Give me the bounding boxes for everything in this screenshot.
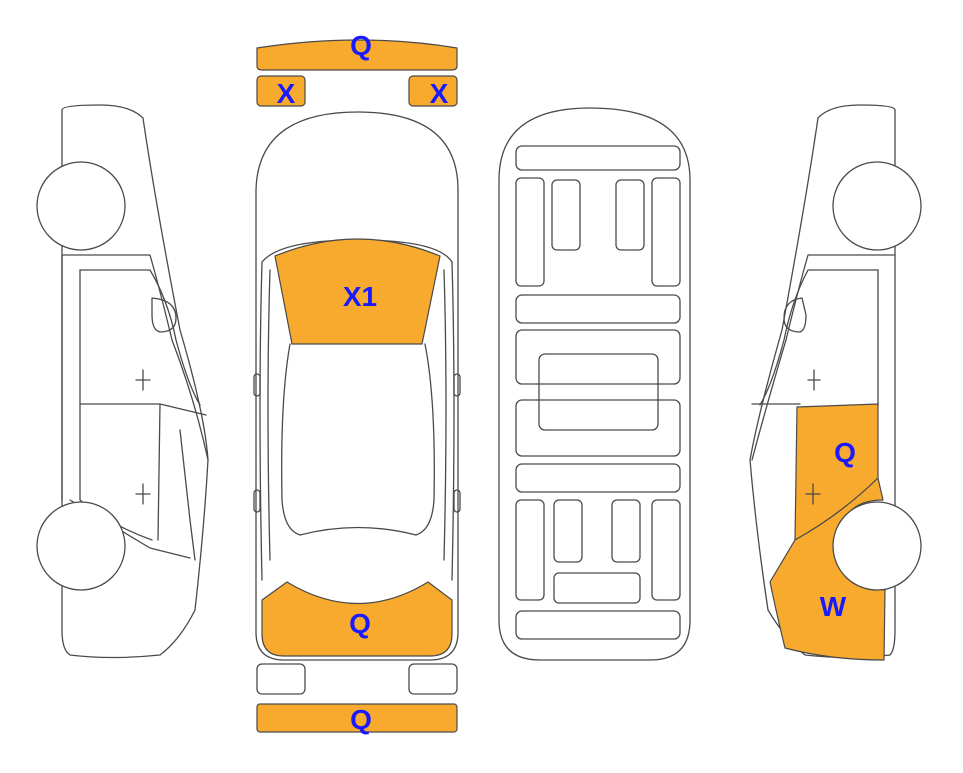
right-rear-door-handle — [805, 483, 821, 505]
rear-right-lamp-panel[interactable] — [408, 663, 458, 695]
rear-bumper-label: Q — [350, 704, 372, 735]
top-view-car — [253, 111, 461, 661]
front-bumper-panel[interactable] — [256, 39, 458, 71]
right-rear-wheel — [832, 501, 922, 591]
rear-window-panel[interactable] — [261, 581, 453, 657]
rear-left-lamp-panel[interactable] — [256, 663, 306, 695]
left-side-view[interactable] — [36, 104, 209, 659]
right-rear-door-label: Q — [834, 437, 856, 468]
front-left-lamp-panel[interactable] — [256, 75, 306, 107]
front-right-lamp-panel[interactable] — [408, 75, 458, 107]
front-left-lamp-label: X — [277, 78, 296, 109]
windshield-label: X1 — [343, 281, 377, 312]
front-bumper-label: Q — [350, 30, 372, 61]
rear-bumper-panel[interactable] — [256, 703, 458, 733]
right-side-view — [749, 104, 922, 659]
right-rear-quarter-label: W — [820, 591, 847, 622]
rear-window-label: Q — [349, 608, 371, 639]
underbody-view[interactable] — [498, 107, 691, 661]
front-right-lamp-label: X — [430, 78, 449, 109]
windshield-panel[interactable] — [274, 238, 441, 345]
